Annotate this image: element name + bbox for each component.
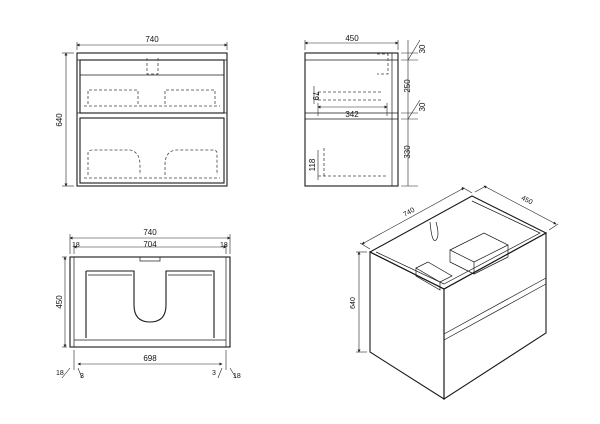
top-depth-label: 450 (55, 295, 64, 309)
iso-width-label: 740 (402, 207, 416, 219)
top-inner-label: 704 (143, 240, 157, 249)
front-upper-drawer (79, 59, 225, 114)
front-view: 740 640 (55, 35, 228, 187)
top-right-edge-label: 18 (220, 242, 228, 249)
iso-left-face (369, 251, 445, 401)
iso-depth-label: 450 (520, 195, 534, 207)
front-outline (76, 52, 228, 187)
side-base-label: 118 (308, 158, 317, 171)
bottom-left-b-label: 3 (80, 373, 84, 380)
bottom-right-a-label: 3 (212, 370, 216, 377)
side-upper-label: 250 (403, 79, 412, 93)
side-inner-height-label: 79 (311, 92, 320, 101)
top-left-edge-label: 18 (72, 242, 80, 249)
side-mid-label: 30 (418, 102, 427, 111)
front-width-label: 740 (145, 35, 159, 44)
iso-height-label: 640 (350, 297, 357, 309)
front-lower-drawer (79, 117, 225, 184)
bottom-left-a-label: 18 (56, 370, 64, 377)
side-inner-width-label: 342 (345, 110, 359, 119)
front-height-label: 640 (55, 113, 64, 127)
side-depth-label: 450 (345, 34, 359, 43)
iso-view: 740 450 640 (350, 185, 559, 401)
top-drawer-label: 698 (143, 354, 157, 363)
bottom-right-b-label: 18 (233, 373, 241, 380)
side-top-label: 30 (418, 44, 427, 53)
side-lower-label: 330 (403, 145, 412, 159)
side-outline (304, 52, 399, 187)
iso-front-face (443, 232, 547, 401)
iso-top-face (368, 195, 548, 290)
side-view: 342 79 118 450 30 250 30 330 (304, 34, 427, 187)
top-width-label: 740 (143, 228, 157, 237)
top-view: 740 704 18 18 450 698 18 3 3 18 (55, 228, 241, 380)
